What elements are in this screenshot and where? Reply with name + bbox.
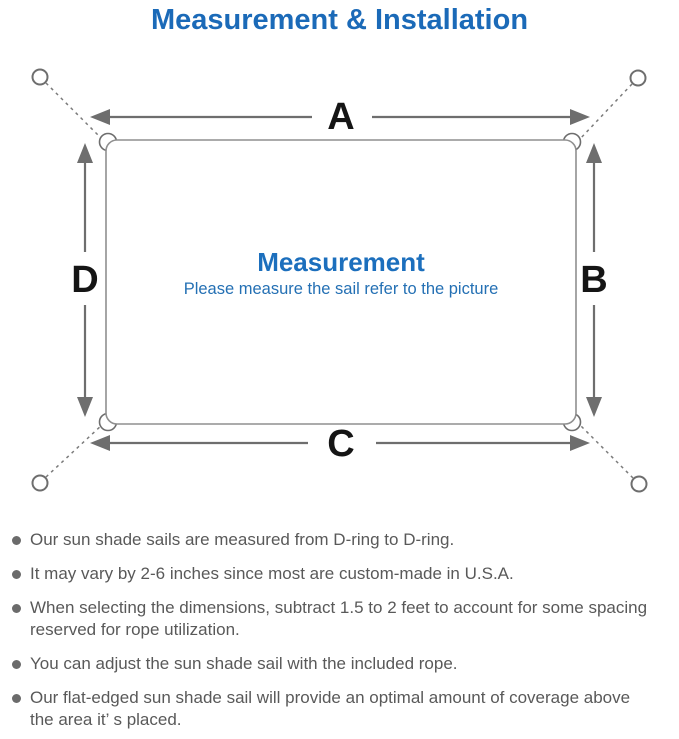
- anchor-ring-icon: [630, 475, 648, 493]
- measurement-diagram: A C D B Measurement Please measure the s…: [31, 68, 648, 493]
- dimension-arrow-d: [77, 143, 93, 417]
- shade-sail-outline: [105, 139, 577, 425]
- dimension-label-b: B: [580, 259, 607, 301]
- arrowhead-down-icon: [586, 397, 602, 417]
- rope-bottom-right: [578, 423, 634, 479]
- anchor-ring-icon: [31, 68, 49, 86]
- corner-ropes: [45, 82, 634, 479]
- anchor-ring-icon: [31, 474, 49, 492]
- rope-bottom-left: [45, 423, 104, 478]
- bullet-icon: [12, 604, 21, 613]
- page-title: Measurement & Installation: [150, 4, 529, 36]
- note-text: It may vary by 2-6 inches since most are…: [30, 563, 514, 585]
- note-line: Our flat-edged sun shade sail will provi…: [30, 688, 631, 707]
- dimension-label-c: C: [327, 423, 354, 465]
- anchor-rings: [31, 68, 648, 493]
- arrowhead-up-icon: [586, 143, 602, 163]
- dimension-label-a: A: [327, 96, 354, 138]
- note-line: reserved for rope utilization.: [30, 620, 240, 639]
- note-text: Our sun shade sails are measured from D-…: [30, 529, 454, 551]
- note-item: When selecting the dimensions, subtract …: [0, 597, 679, 641]
- diagram-center-title: Measurement: [257, 247, 425, 277]
- dimension-arrow-a: [90, 109, 590, 125]
- arrowhead-up-icon: [77, 143, 93, 163]
- bullet-icon: [12, 570, 21, 579]
- note-text: When selecting the dimensions, subtract …: [30, 597, 647, 641]
- note-line: the area it’ s placed.: [30, 710, 182, 729]
- dimension-arrow-b: [586, 143, 602, 417]
- note-line: It may vary by 2-6 inches since most are…: [30, 564, 514, 583]
- arrowhead-left-icon: [90, 109, 110, 125]
- note-item: It may vary by 2-6 inches since most are…: [0, 563, 679, 585]
- bullet-icon: [12, 694, 21, 703]
- arrowhead-left-icon: [90, 435, 110, 451]
- arrowhead-right-icon: [570, 435, 590, 451]
- note-line: Our sun shade sails are measured from D-…: [30, 530, 455, 549]
- note-line: When selecting the dimensions, subtract …: [30, 598, 648, 617]
- rope-top-left: [45, 82, 104, 141]
- rope-top-right: [578, 83, 633, 141]
- measurement-notes-list: Our sun shade sails are measured from D-…: [0, 529, 679, 731]
- note-item: Our sun shade sails are measured from D-…: [0, 529, 679, 551]
- note-line: You can adjust the sun shade sail with t…: [30, 654, 458, 673]
- note-item: Our flat-edged sun shade sail will provi…: [0, 687, 679, 731]
- dimension-arrow-c: [90, 435, 590, 451]
- diagram-center-subtitle: Please measure the sail refer to the pic…: [184, 280, 499, 298]
- note-item: You can adjust the sun shade sail with t…: [0, 653, 679, 675]
- arrowhead-down-icon: [77, 397, 93, 417]
- note-text: You can adjust the sun shade sail with t…: [30, 653, 458, 675]
- dimension-label-d: D: [71, 259, 98, 301]
- note-text: Our flat-edged sun shade sail will provi…: [30, 687, 630, 731]
- anchor-ring-icon: [629, 69, 647, 87]
- bullet-icon: [12, 536, 21, 545]
- arrowhead-right-icon: [570, 109, 590, 125]
- bullet-icon: [12, 660, 21, 669]
